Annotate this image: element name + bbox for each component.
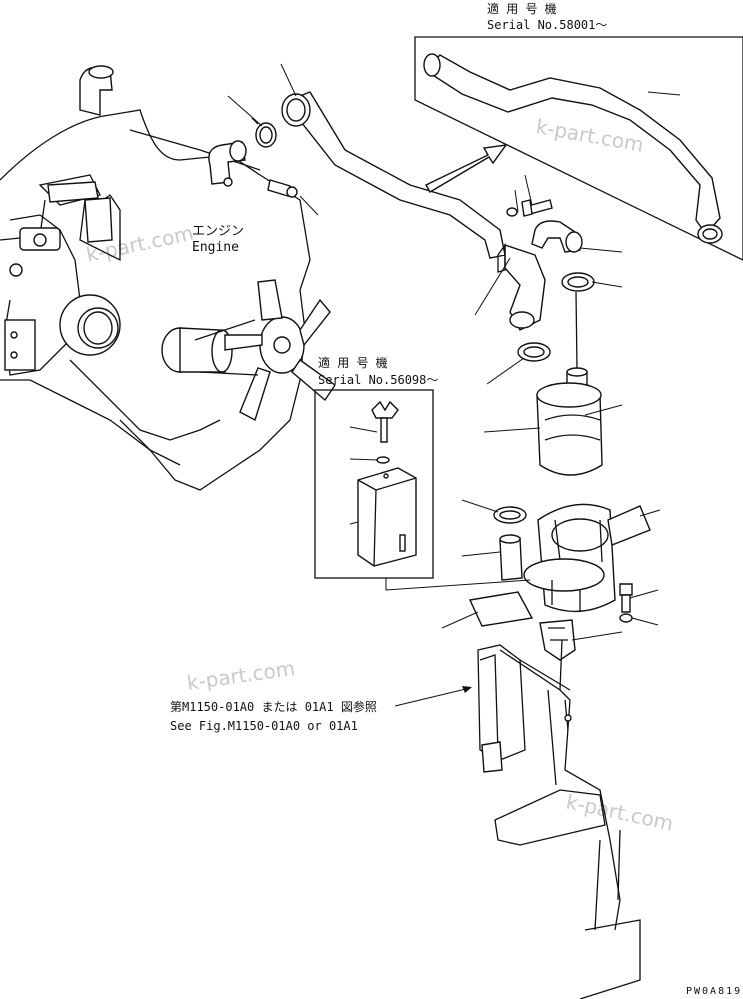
leader-lines bbox=[227, 63, 681, 641]
serial-mid-jp: 適 用 号 機 bbox=[318, 355, 388, 370]
intake-hose bbox=[251, 91, 506, 259]
inset-box-serial-56098 bbox=[314, 389, 434, 579]
serial-mid: Serial No.56098～ bbox=[318, 373, 438, 387]
arrow-icon bbox=[425, 144, 508, 193]
engine-assembly bbox=[0, 65, 336, 491]
arrow-icon bbox=[462, 686, 472, 693]
fan-icon bbox=[224, 279, 336, 422]
frame-bracket bbox=[477, 639, 641, 999]
watermark: k-part.com bbox=[534, 114, 645, 157]
air-cleaner bbox=[523, 367, 651, 661]
pipe bbox=[499, 537, 523, 581]
drawing-code: PW0A819 bbox=[686, 986, 742, 997]
reference-jp: 第M1150-01A0 または 01A1 図参照 bbox=[170, 699, 377, 714]
gasket-plate bbox=[468, 591, 534, 627]
watermark: k-part.com bbox=[564, 789, 676, 835]
reference-en: See Fig.M1150-01A0 or 01A1 bbox=[170, 719, 358, 733]
inset-box-serial-58001 bbox=[414, 36, 743, 261]
engine-label-en: Engine bbox=[192, 240, 239, 255]
lower-elbow bbox=[497, 242, 546, 331]
reference-leader bbox=[394, 687, 471, 707]
serial-top: Serial No.58001～ bbox=[487, 18, 607, 32]
elbow-hose bbox=[531, 220, 583, 253]
watermark: k-part.com bbox=[185, 656, 296, 695]
engine-label-jp: エンジン bbox=[192, 224, 244, 239]
bolt-washer bbox=[506, 199, 553, 217]
serial-top-jp: 適 用 号 機 bbox=[487, 1, 557, 16]
